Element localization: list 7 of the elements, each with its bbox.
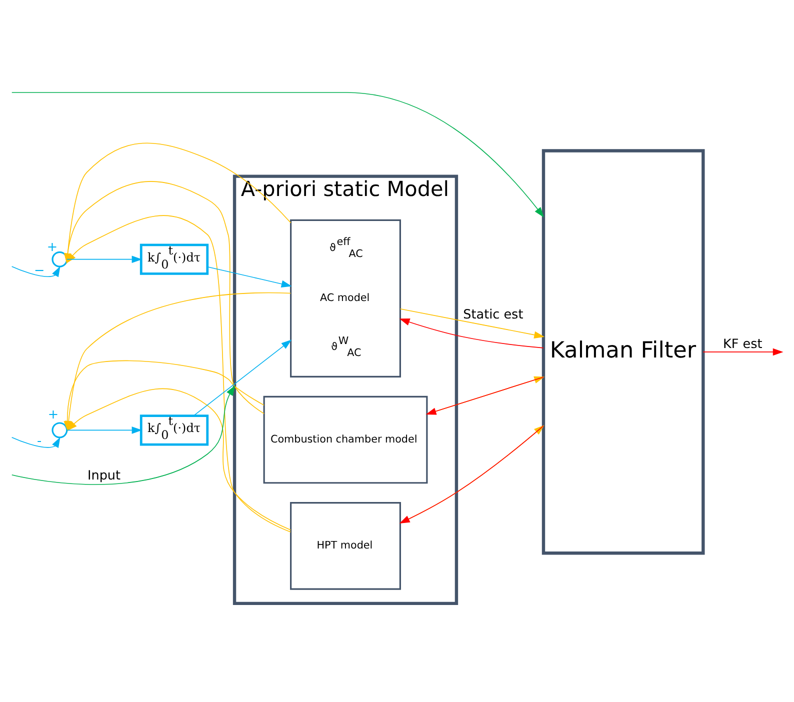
node-label: + bbox=[48, 407, 59, 422]
node-label: + bbox=[46, 240, 58, 255]
node-label: - bbox=[37, 434, 42, 450]
edge-label: Static est bbox=[463, 307, 524, 322]
node-label: − bbox=[34, 263, 45, 278]
edge-label: Input bbox=[87, 468, 121, 484]
edge-label: KF est bbox=[723, 336, 762, 352]
